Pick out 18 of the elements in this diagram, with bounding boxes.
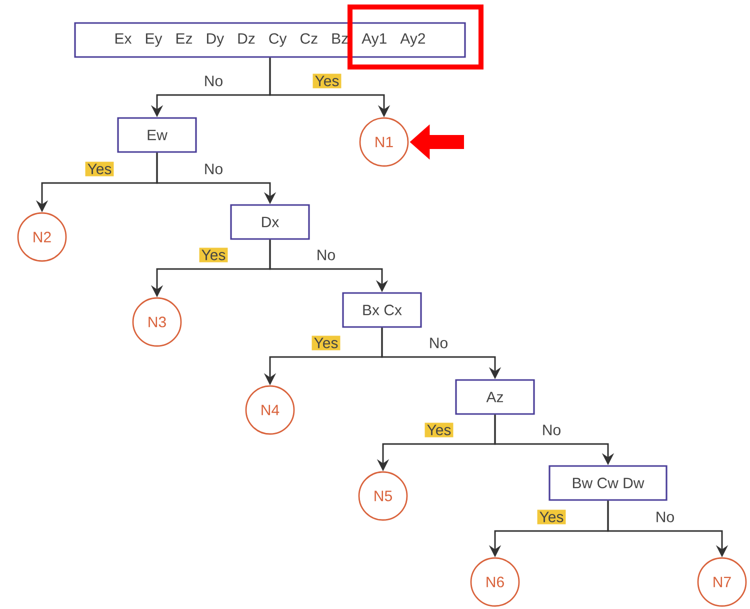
edge-label: No: [202, 74, 226, 88]
edge-label: No: [540, 422, 564, 438]
edge-label: No: [202, 162, 226, 176]
edge-label: Yes: [312, 336, 340, 350]
edge-label: No: [426, 336, 450, 350]
decision-box: Bx Cx: [342, 292, 422, 328]
edge-label: Yes: [199, 248, 228, 262]
edge-label: No: [653, 510, 677, 524]
decision-box: Ex Ey Ez Dy Dz Cy Cz Bz Ay1 Ay2: [74, 22, 466, 58]
edge-label: Yes: [424, 422, 454, 438]
decision-box: Ew: [117, 117, 197, 153]
decision-box: Az: [455, 379, 535, 415]
decision-box: Bw Cw Dw: [548, 465, 668, 501]
edge-label: Yes: [537, 510, 566, 524]
edge-label: Yes: [85, 162, 114, 176]
edge-label: No: [314, 248, 338, 262]
edge-label: Yes: [312, 74, 342, 88]
decision-box: Dx: [230, 204, 310, 240]
